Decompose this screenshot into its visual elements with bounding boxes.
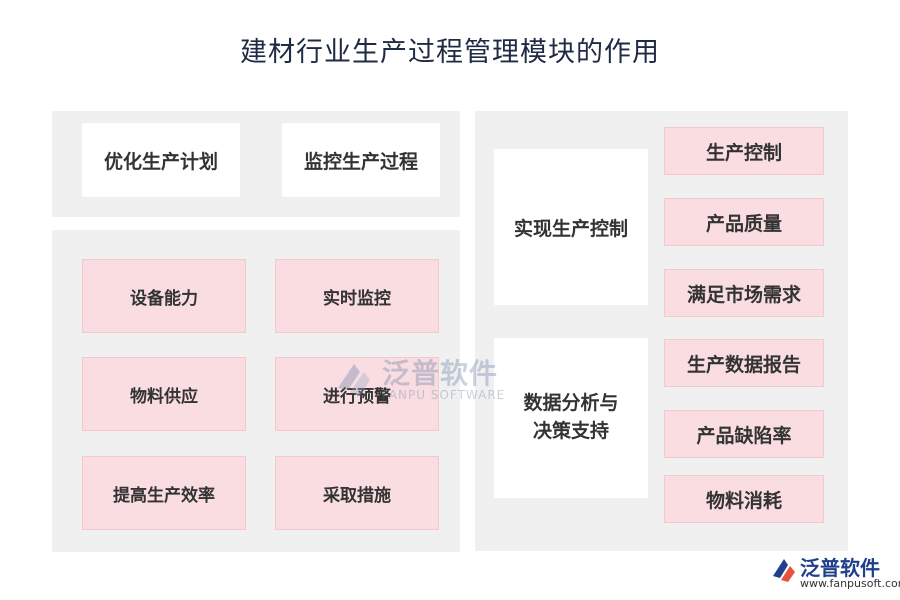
brand-logo-icon	[773, 559, 795, 582]
item-production-report: 生产数据报告	[664, 339, 824, 387]
material-supply-box: 物料供应	[82, 357, 246, 431]
data-analysis-label: 数据分析与 决策支持	[494, 338, 648, 498]
take-measures-box: 采取措施	[275, 456, 439, 530]
item-production-control: 生产控制	[664, 127, 824, 175]
brand-name: 泛普软件	[800, 556, 880, 580]
brand-url: www.fanpusoft.com	[800, 577, 900, 590]
improve-efficiency-box: 提高生产效率	[82, 456, 246, 530]
item-product-quality: 产品质量	[664, 198, 824, 246]
early-warning-box: 进行预警	[275, 357, 439, 431]
production-control-label: 实现生产控制	[494, 149, 648, 305]
equipment-capacity-box: 设备能力	[82, 259, 246, 333]
item-defect-rate: 产品缺陷率	[664, 410, 824, 458]
monitor-process-box: 监控生产过程	[282, 123, 440, 197]
item-market-demand: 满足市场需求	[664, 269, 824, 317]
item-material-consumption: 物料消耗	[664, 475, 824, 523]
optimize-plan-box: 优化生产计划	[82, 123, 240, 197]
page-title: 建材行业生产过程管理模块的作用	[240, 37, 660, 68]
brand-logo: 泛普软件 www.fanpusoft.com	[770, 552, 900, 592]
realtime-monitor-box: 实时监控	[275, 259, 439, 333]
